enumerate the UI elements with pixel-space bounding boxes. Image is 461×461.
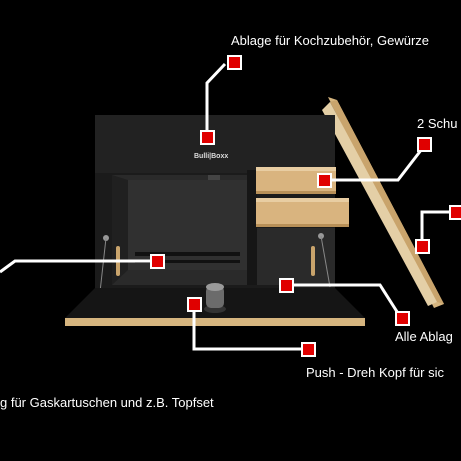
marker-lid (449, 205, 461, 220)
callout-markers (150, 55, 461, 357)
marker-top-shelf (227, 55, 242, 70)
push-knob (204, 283, 226, 313)
drawer-bottom (256, 198, 349, 227)
marker-lid-lower (415, 239, 430, 254)
marker-logo-area (200, 130, 215, 145)
marker-shelf-right (279, 278, 294, 293)
callout-top-shelf: Ablage für Kochzubehör, Gewürze (231, 33, 430, 48)
product-logo: Bulli|Boxx (194, 153, 229, 160)
marker-knob (187, 297, 202, 312)
marker-push-knob (301, 342, 316, 357)
marker-gas-compartment (150, 254, 165, 269)
callout-lines (0, 62, 456, 351)
marker-drawers-label (417, 137, 432, 152)
marker-all-shelves (395, 311, 410, 326)
callout-push-knob: Push - Dreh Kopf für sic (306, 365, 444, 380)
marker-drawers (317, 173, 332, 188)
callout-drawers: 2 Schu (417, 116, 458, 131)
callout-all-shelves: Alle Ablag (395, 329, 453, 344)
callout-gas-compartment: g für Gaskartuschen und z.B. Topfset (0, 395, 214, 410)
